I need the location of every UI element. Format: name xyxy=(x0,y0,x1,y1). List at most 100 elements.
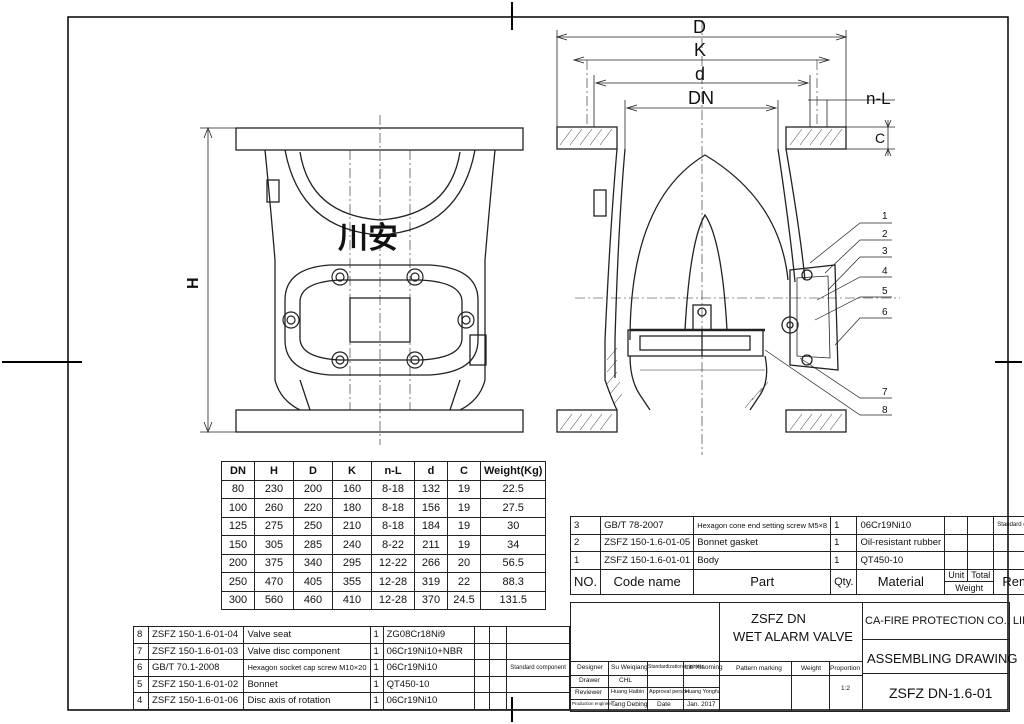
production-label: Production engineer xyxy=(572,701,613,706)
dim-label-DN: DN xyxy=(688,88,714,108)
part-name: Hexagon cone end setting screw M5×8 xyxy=(693,516,832,535)
dim-label-d: d xyxy=(695,64,705,84)
part-qty: 1 xyxy=(369,675,384,693)
part-remark xyxy=(506,642,570,660)
table-cell: 300 xyxy=(221,590,255,610)
table-cell: 24.5 xyxy=(447,590,481,610)
production-value: Tang Debing xyxy=(611,701,648,708)
table-cell: 150 xyxy=(221,535,255,555)
part-code: ZSFZ 150-1.6-01-05 xyxy=(600,533,695,552)
part-qty: 1 xyxy=(830,533,858,552)
part-remark xyxy=(993,533,1024,552)
dimension-table-header: DN H D K n-L d C Weight(Kg) xyxy=(221,461,547,481)
part-material: 06Cr19Ni10 xyxy=(856,516,946,535)
header-cell: D xyxy=(293,461,333,481)
part-material: QT450-10 xyxy=(382,675,475,693)
header-total: Total xyxy=(967,568,995,582)
unit-weight xyxy=(473,692,491,710)
table-cell: 240 xyxy=(332,535,372,555)
table-cell: 319 xyxy=(414,572,448,592)
part-material: 06Cr19Ni10 xyxy=(382,659,475,677)
part-qty: 1 xyxy=(369,626,384,644)
pattern-marking-label: Pattern marking xyxy=(736,665,782,672)
part-qty: 1 xyxy=(369,642,384,660)
part-no: 3 xyxy=(569,516,602,535)
unit-weight xyxy=(473,675,491,693)
header-cell: n-L xyxy=(371,461,415,481)
table-cell: 131.5 xyxy=(479,590,547,610)
table-cell: 34 xyxy=(479,535,547,555)
table-cell: 30 xyxy=(479,516,547,536)
company-name: CA-FIRE PROTECTION CO., LIMITED xyxy=(865,615,1024,627)
callout-8: 8 xyxy=(882,405,888,416)
table-cell: 180 xyxy=(332,498,372,518)
parts-list-header: NO. Code name Part Qty. Material Unit To… xyxy=(569,568,1024,595)
title-block: ZSFZ DN WET ALARM VALVE CA-FIRE PROTECTI… xyxy=(570,602,1024,712)
weight-label: Weight xyxy=(801,665,822,672)
header-cell: H xyxy=(254,461,294,481)
drawing-title: ASSEMBLING DRAWING xyxy=(867,651,1018,666)
total-weight xyxy=(967,516,995,535)
part-remark: Standard component xyxy=(993,516,1024,535)
table-cell: 470 xyxy=(254,572,294,592)
std-engineer-value: Lin Xiaoming xyxy=(685,664,723,671)
table-cell: 12-28 xyxy=(371,590,415,610)
table-cell: 250 xyxy=(293,516,333,536)
table-cell: 211 xyxy=(414,535,448,555)
table-cell: 210 xyxy=(332,516,372,536)
table-cell: 100 xyxy=(221,498,255,518)
header-part: Part xyxy=(693,568,832,595)
part-material: 06Cr19Ni10 xyxy=(382,692,475,710)
table-cell: 200 xyxy=(293,479,333,499)
table-cell: 355 xyxy=(332,572,372,592)
table-cell: 19 xyxy=(447,498,481,518)
approval-label: Approval person xyxy=(649,689,690,695)
part-code: GB/T 78-2007 xyxy=(600,516,695,535)
total-weight xyxy=(489,642,508,660)
table-cell: 125 xyxy=(221,516,255,536)
table-cell: 19 xyxy=(447,516,481,536)
header-material: Material xyxy=(856,568,946,595)
designer-label: Designer xyxy=(577,664,604,671)
part-code: ZSFZ 150-1.6-01-04 xyxy=(148,626,245,644)
table-cell: 8-18 xyxy=(371,498,415,518)
part-name: Bonnet xyxy=(243,675,371,693)
table-cell: 27.5 xyxy=(479,498,547,518)
unit-weight xyxy=(473,659,491,677)
table-cell: 132 xyxy=(414,479,448,499)
std-engineer-label: Standardization engineer xyxy=(648,664,704,670)
part-no: 6 xyxy=(132,659,150,677)
table-cell: 22.5 xyxy=(479,479,547,499)
table-cell: 460 xyxy=(293,590,333,610)
table-cell: 275 xyxy=(254,516,294,536)
part-remark xyxy=(506,692,570,710)
header-cell: C xyxy=(447,461,481,481)
date-value: Jan. 2017 xyxy=(687,701,716,708)
approval-value: Huang Yongfu xyxy=(685,689,720,695)
callout-4: 4 xyxy=(882,266,888,277)
total-weight xyxy=(967,533,995,552)
header-unit: Unit xyxy=(944,568,969,582)
part-no: 7 xyxy=(132,642,150,660)
side-view xyxy=(200,115,524,445)
part-material: QT450-10 xyxy=(856,551,946,570)
table-cell: 410 xyxy=(332,590,372,610)
table-cell: 340 xyxy=(293,553,333,573)
part-no: 8 xyxy=(132,626,150,644)
unit-weight xyxy=(473,626,491,644)
table-cell: 8-18 xyxy=(371,479,415,499)
reviewer-value: Huang Haibin xyxy=(611,689,645,695)
part-no: 4 xyxy=(132,692,150,710)
header-remark: Remark xyxy=(993,568,1024,595)
header-cell: K xyxy=(332,461,372,481)
callout-2: 2 xyxy=(882,229,888,240)
